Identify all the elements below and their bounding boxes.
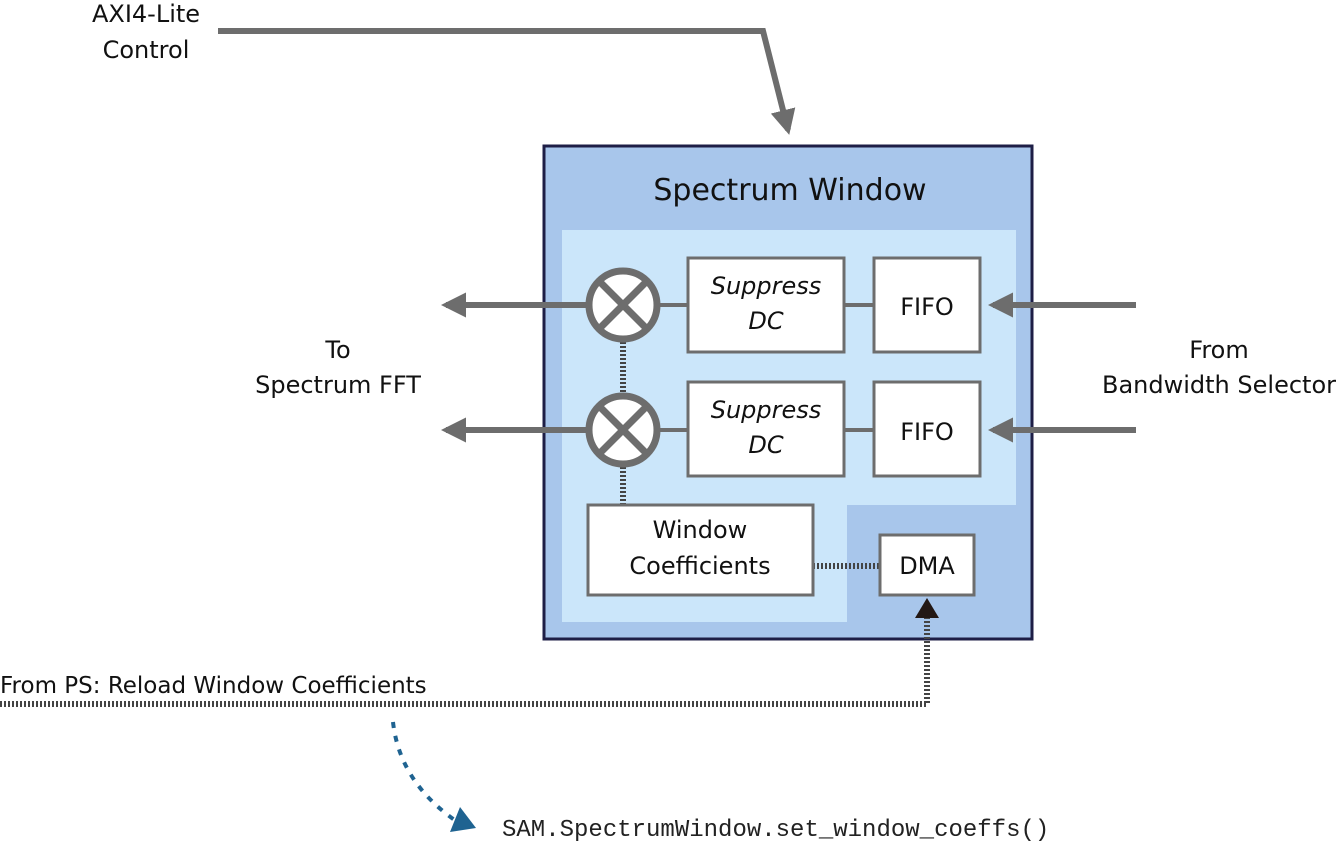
axi-label-line2: Control xyxy=(103,36,190,64)
code-link-arrow xyxy=(391,721,464,827)
from-label-line2: Bandwidth Selector xyxy=(1102,371,1336,399)
suppress2-label-line2: DC xyxy=(748,431,783,459)
fifo-block-1 xyxy=(872,256,982,354)
to-label-line1: To xyxy=(324,336,350,364)
from-label-line1: From xyxy=(1189,336,1248,364)
fifo-block-2 xyxy=(872,380,982,478)
suppress2-label-line1: Suppress xyxy=(711,396,822,424)
multiplier-icon xyxy=(585,392,661,468)
axi-control-arrow xyxy=(218,28,796,135)
window-coefficients-block xyxy=(586,503,815,597)
from-ps-label: From PS: Reload Window Coefficients xyxy=(0,673,427,699)
code-label: SAM.SpectrumWindow.set_window_coeffs() xyxy=(502,817,1049,844)
suppress-dc-block-2 xyxy=(686,380,846,478)
suppress1-label-line2: DC xyxy=(748,307,783,335)
arrow-icon xyxy=(450,807,476,832)
block-title: Spectrum Window xyxy=(653,173,926,208)
ps-reload-link xyxy=(0,617,930,707)
axi-label-line1: AXI4-Lite xyxy=(92,0,200,28)
arrow-icon xyxy=(915,598,939,618)
to-label-line2: Spectrum FFT xyxy=(255,371,421,399)
suppress1-label-line1: Suppress xyxy=(711,272,822,300)
multiplier-icon xyxy=(585,267,661,343)
dma-label: DMA xyxy=(899,552,955,580)
window-label-line2: Coefficients xyxy=(629,552,770,580)
window-label-line1: Window xyxy=(653,516,748,544)
fifo2-label: FIFO xyxy=(900,418,954,446)
suppress-dc-block-1 xyxy=(686,256,846,354)
fifo1-label: FIFO xyxy=(900,293,954,321)
dma-block xyxy=(878,533,976,597)
